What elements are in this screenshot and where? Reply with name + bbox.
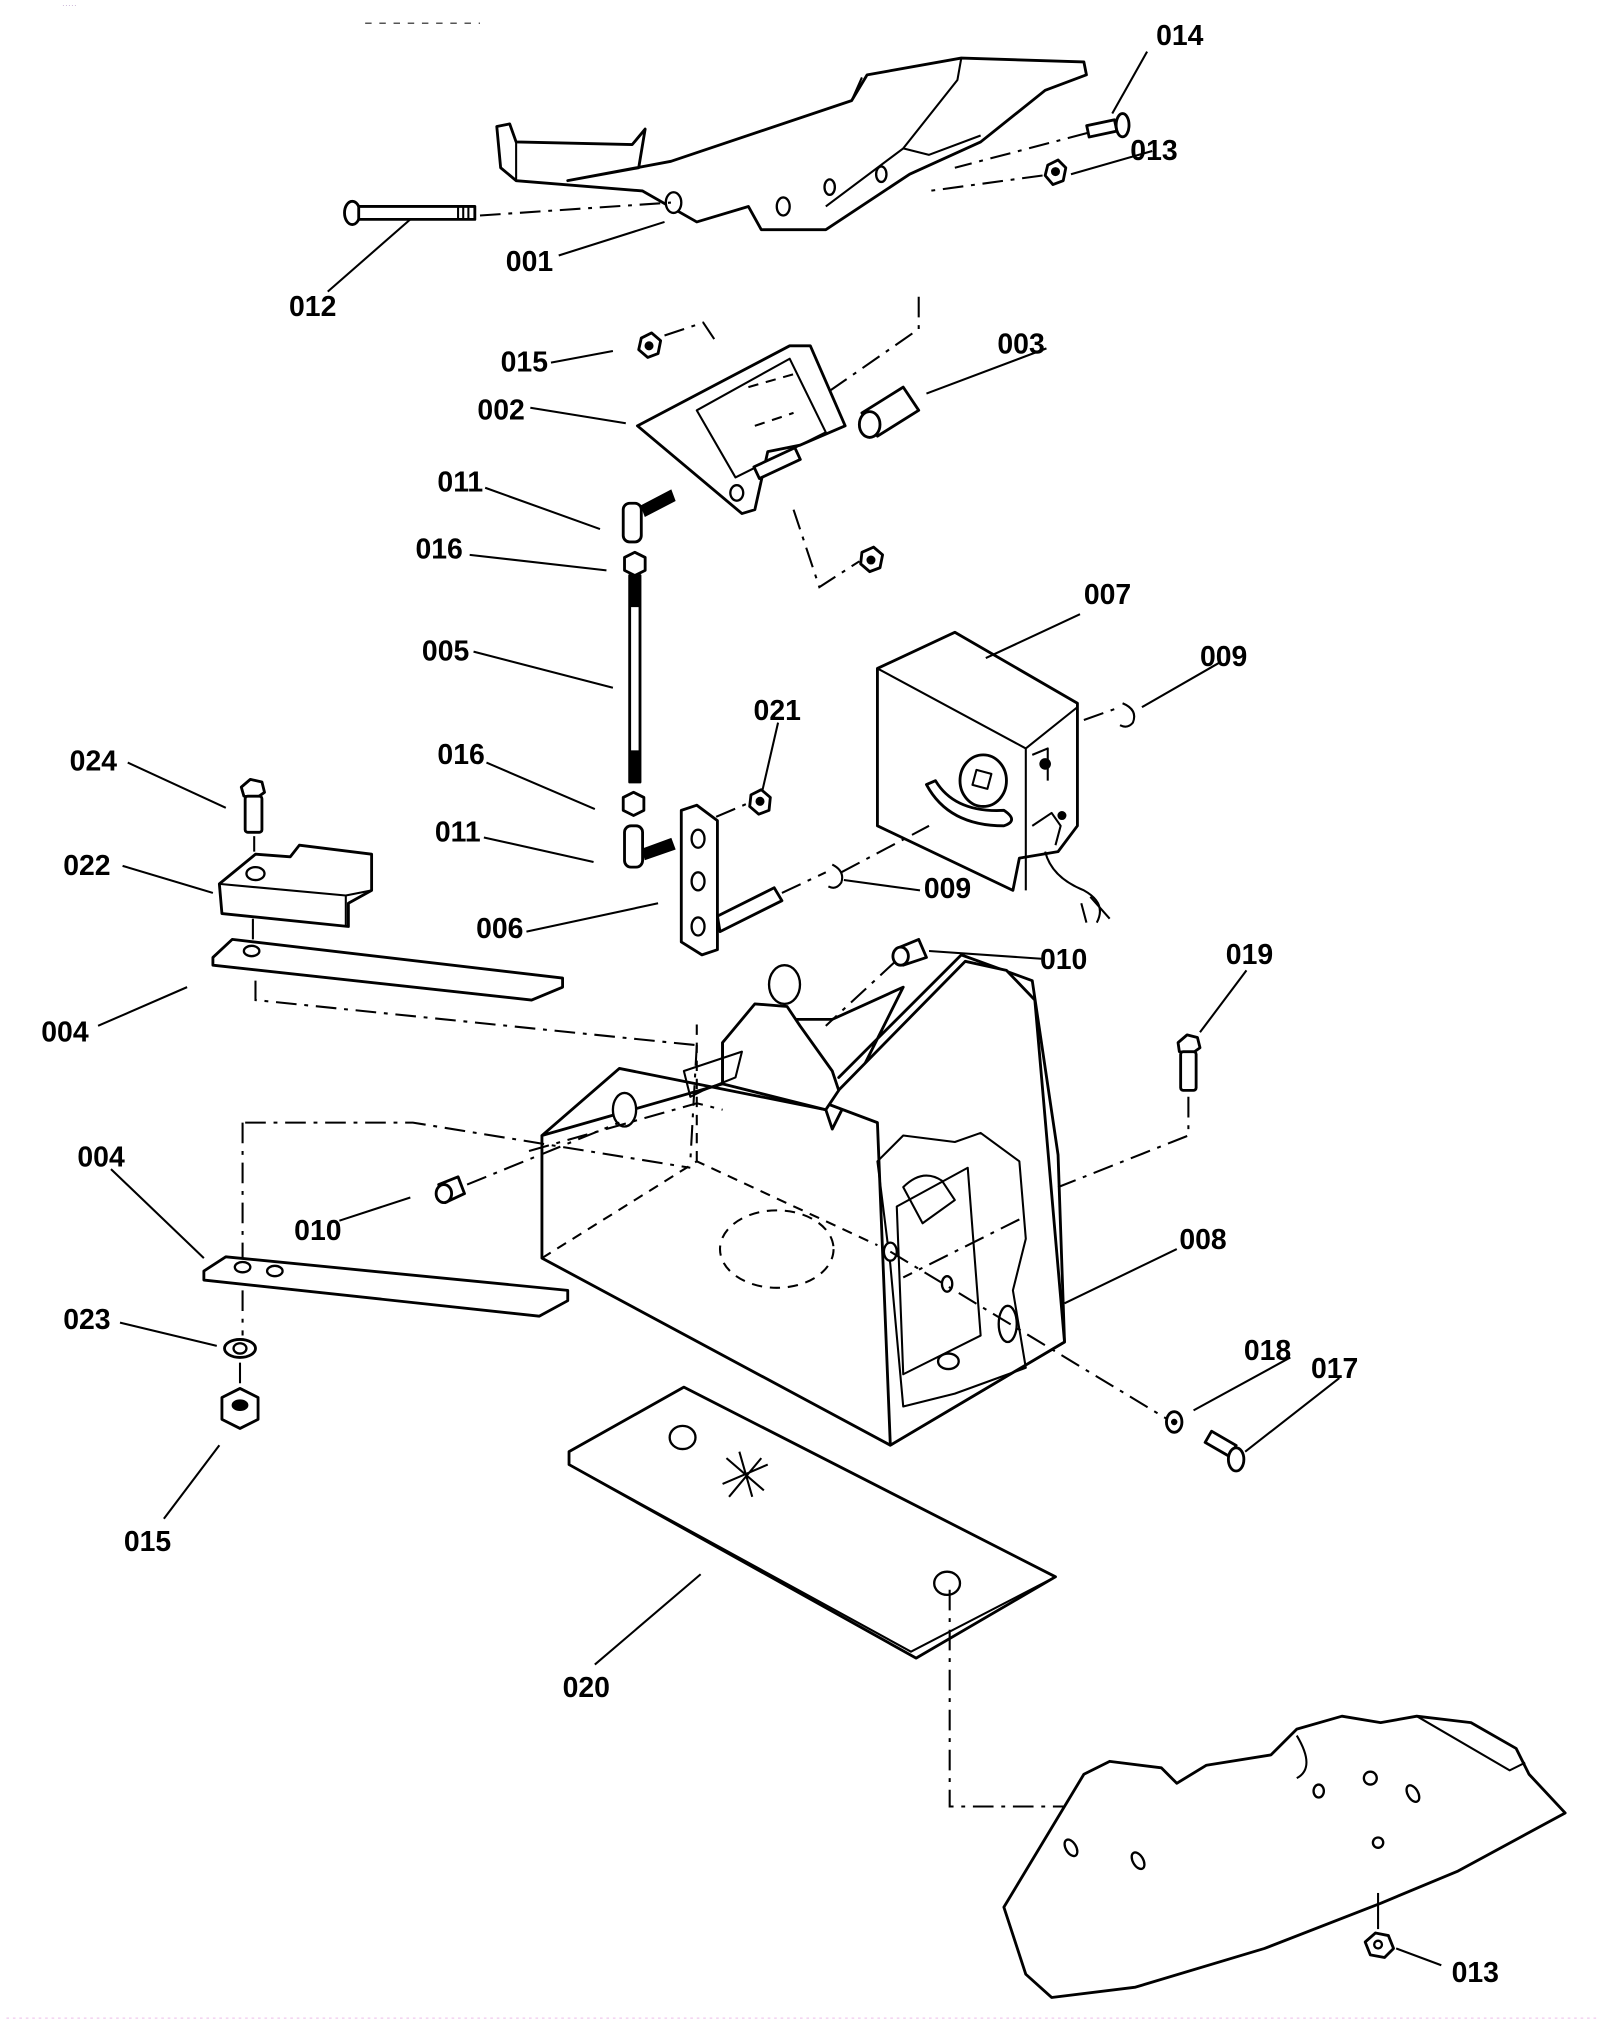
part-010-bushing-lower[interactable] (434, 1175, 466, 1205)
callout-012: 012 (289, 291, 336, 323)
part-013-nut-bottom[interactable] (1363, 1931, 1395, 1959)
part-006-lever-link[interactable] (679, 803, 784, 957)
callout-017: 017 (1311, 1353, 1358, 1385)
part-011-ball-joint-upper[interactable] (621, 489, 676, 544)
callout-leaders (97, 51, 1442, 1967)
callout-013-top: 013 (1130, 135, 1177, 167)
part-001-pedal-arm[interactable] (495, 56, 1088, 232)
callout-021: 021 (754, 695, 801, 727)
part-mounting-plate[interactable] (1002, 1714, 1567, 1999)
callout-003: 003 (997, 329, 1044, 361)
part-007-control-box[interactable] (876, 630, 1111, 924)
part-023-flat-washer[interactable] (223, 1337, 257, 1359)
part-014-short-bolt[interactable] (1085, 112, 1131, 139)
callout-016-upper: 016 (415, 534, 462, 566)
callout-024: 024 (70, 745, 118, 777)
part-002-pedal-bracket[interactable] (636, 344, 847, 515)
part-018-side-washer[interactable] (1165, 1410, 1184, 1434)
part-nut-bracket-lower[interactable] (859, 545, 884, 574)
callout-015-lower: 015 (124, 1526, 171, 1558)
callout-001: 001 (506, 246, 553, 278)
part-009-retaining-ring-lower[interactable] (827, 863, 844, 889)
part-008-main-housing[interactable] (540, 953, 1066, 1447)
part-017-side-bolt[interactable] (1203, 1429, 1246, 1473)
callout-009-upper: 009 (1200, 641, 1247, 673)
callout-002: 002 (477, 394, 524, 426)
callout-023: 023 (63, 1304, 110, 1336)
callout-008: 008 (1179, 1224, 1226, 1256)
callout-004-upper: 004 (41, 1016, 89, 1048)
part-016-jam-nut-upper[interactable] (623, 550, 647, 577)
callout-007: 007 (1084, 579, 1131, 611)
part-009-retaining-ring-upper[interactable] (1119, 702, 1136, 728)
part-003-spacer-tube[interactable] (857, 385, 921, 439)
callout-020: 020 (563, 1672, 610, 1704)
callout-016-lower: 016 (437, 739, 484, 771)
callout-006: 006 (476, 913, 523, 945)
part-005-threaded-rod[interactable] (628, 574, 642, 784)
part-011-ball-joint-lower[interactable] (623, 824, 676, 869)
part-024-clamp-bolt[interactable] (239, 777, 266, 834)
callout-019: 019 (1226, 939, 1273, 971)
callout-018: 018 (1244, 1335, 1291, 1367)
header-fragment: ····· (62, 0, 77, 10)
callout-014: 014 (1156, 20, 1204, 52)
part-015-nut-lower-left[interactable] (220, 1387, 260, 1430)
part-020-base-plate[interactable] (567, 1385, 1057, 1660)
part-022-clamp-block[interactable] (217, 843, 374, 928)
part-016-jam-nut-lower[interactable] (621, 790, 646, 817)
part-021-link-nut[interactable] (748, 788, 772, 816)
callout-011-upper: 011 (437, 467, 483, 499)
callout-005: 005 (422, 636, 469, 668)
callout-013-bottom: 013 (1452, 1957, 1499, 1989)
callout-010-lower: 010 (294, 1215, 341, 1247)
part-015-nut-bracket[interactable] (637, 331, 663, 359)
callout-010-upper: 010 (1040, 944, 1087, 976)
part-010-bushing-upper[interactable] (891, 937, 928, 967)
callout-004-lower: 004 (77, 1141, 125, 1173)
part-004-upper-strip-plate[interactable] (211, 937, 564, 1002)
part-013-nut-top[interactable] (1043, 158, 1068, 186)
callout-015-upper: 015 (501, 347, 548, 379)
part-012-long-pivot-bolt[interactable] (343, 199, 477, 226)
callout-009-lower: 009 (924, 873, 971, 905)
part-019-top-bolt[interactable] (1176, 1033, 1202, 1092)
callout-011-lower: 011 (435, 816, 481, 848)
callout-022: 022 (63, 850, 110, 882)
part-004-lower-strip-plate[interactable] (202, 1255, 570, 1318)
